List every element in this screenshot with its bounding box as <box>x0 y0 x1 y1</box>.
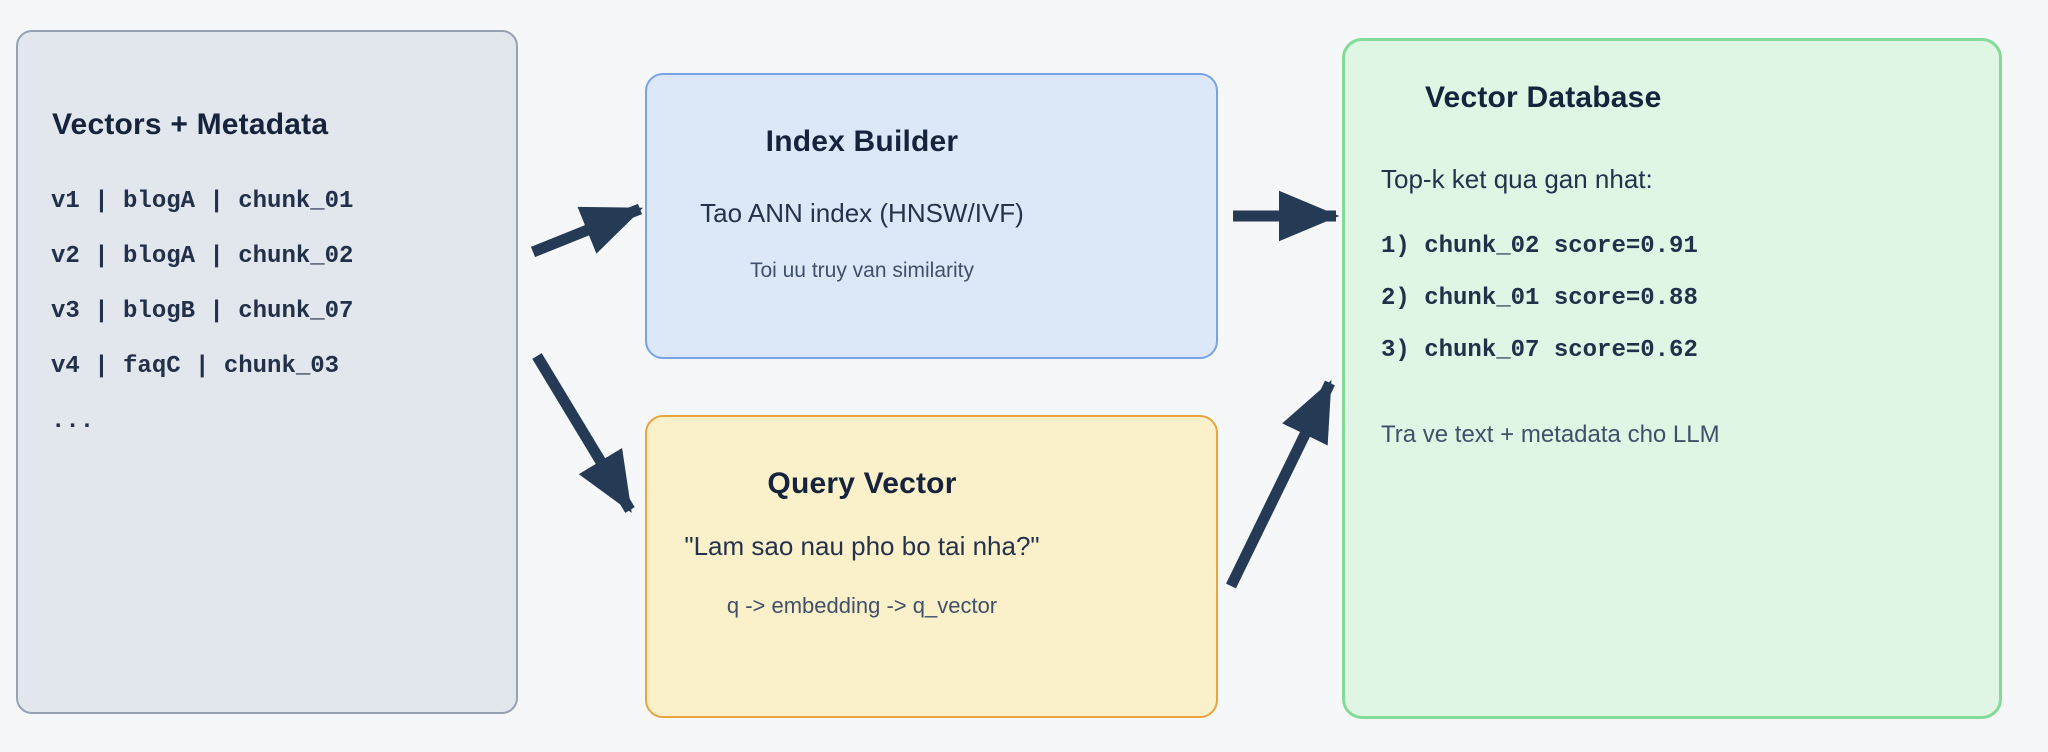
vector-row-ellipsis: ... <box>51 408 95 435</box>
node-vector-database-footer: Tra ve text + metadata cho LLM <box>1381 421 1720 448</box>
node-query-vector: Query Vector "Lam sao nau pho bo tai nha… <box>645 415 1218 718</box>
arrow-query-to-database-icon <box>1226 380 1335 589</box>
node-query-vector-line2: q -> embedding -> q_vector <box>726 593 998 618</box>
vector-row: v2 | blogA | chunk_02 <box>51 243 354 270</box>
vector-row: v4 | faqC | chunk_03 <box>51 353 340 380</box>
node-index-builder-line1: Tao ANN index (HNSW/IVF) <box>700 198 1024 228</box>
arrow-vectors-to-query-icon <box>532 353 635 513</box>
node-index-builder-line2: Toi uu truy van similarity <box>749 259 975 282</box>
node-vectors-metadata: Vectors + Metadata v1 | blogA | chunk_01… <box>16 30 518 714</box>
vector-row: v1 | blogA | chunk_01 <box>51 188 354 215</box>
result-row: 1) chunk_02 score=0.91 <box>1381 233 1698 260</box>
node-vector-database-intro: Top-k ket qua gan nhat: <box>1381 164 1653 194</box>
node-query-vector-line1: "Lam sao nau pho bo tai nha?" <box>684 531 1040 561</box>
node-query-vector-title: Query Vector <box>767 467 957 500</box>
arrow-vectors-to-index-icon <box>530 203 644 258</box>
node-vectors-metadata-title: Vectors + Metadata <box>52 108 329 141</box>
result-row: 3) chunk_07 score=0.62 <box>1381 337 1698 364</box>
node-vector-database: Vector Database Top-k ket qua gan nhat: … <box>1342 38 2002 719</box>
node-index-builder-title: Index Builder <box>765 125 959 158</box>
node-vector-database-title: Vector Database <box>1425 81 1662 114</box>
vector-row: v3 | blogB | chunk_07 <box>51 298 354 325</box>
node-index-builder: Index Builder Tao ANN index (HNSW/IVF) T… <box>645 73 1218 359</box>
result-row: 2) chunk_01 score=0.88 <box>1381 285 1698 312</box>
